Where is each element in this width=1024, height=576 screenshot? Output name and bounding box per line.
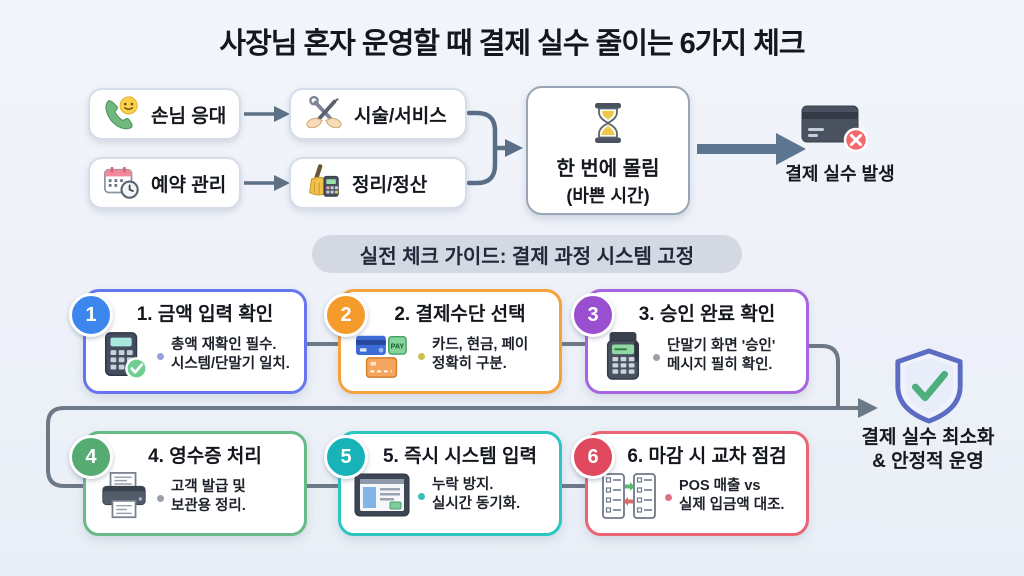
- result-label: 결제 실수 발생: [785, 164, 895, 184]
- flow-box-label: 손님 응대: [151, 105, 227, 127]
- svg-text:PAY: PAY: [391, 342, 405, 351]
- hourglass-icon: [585, 100, 631, 146]
- payment-cards-icon: PAY: [353, 329, 411, 381]
- calculator-check-icon: [98, 329, 150, 381]
- step-number-badge: 2: [324, 293, 368, 337]
- bullet-dot: [157, 352, 164, 360]
- bottleneck-line1: 한 번에 몰림: [556, 158, 660, 180]
- check-title: 3. 승인 완료 확인: [638, 304, 776, 325]
- outcome-label: 결제 실수 최소화 & 안정적 운영: [861, 427, 995, 472]
- check-desc: 누락 방지.실시간 동기화.: [432, 477, 521, 512]
- phone-smiley-icon: [102, 95, 142, 133]
- check-title: 6. 마감 시 교차 점검: [627, 446, 787, 467]
- flow-box-customer: 손님 응대: [88, 88, 241, 140]
- shield-check-icon: [890, 348, 968, 424]
- check-desc: 총액 재확인 필수.시스템/단말기 일치.: [171, 337, 290, 372]
- check-title: 4. 영수증 처리: [148, 446, 262, 467]
- flow-box-service: 시술/서비스: [289, 88, 467, 140]
- check-title: 1. 금액 입력 확인: [136, 304, 274, 325]
- flow-box-label: 예약 관리: [151, 174, 227, 196]
- page-title: 사장님 혼자 운영할 때 결제 실수 줄이는 6가지 체크: [219, 28, 805, 60]
- check-desc: 단말기 화면 '승인'메시지 필히 확인.: [667, 338, 776, 373]
- calendar-clock-icon: [102, 164, 142, 202]
- guide-banner: 실전 체크 가이드: 결제 과정 시스템 고정: [312, 235, 742, 273]
- step-number-badge: 5: [324, 435, 368, 479]
- step-number-badge: 3: [571, 293, 615, 337]
- check-card-5: 5 5. 즉시 시스템 입력 누락 방지.실시간 동기화.: [324, 431, 562, 536]
- bullet-dot: [665, 493, 672, 501]
- step-number-badge: 6: [571, 435, 615, 479]
- flow-box-label: 정리/정산: [352, 174, 428, 196]
- card-error-icon: [800, 98, 870, 154]
- check-card-1: 1 1. 금액 입력 확인 총액 재확인 필수.시스템/단말기 일치.: [69, 289, 307, 394]
- printer-receipt-icon: [98, 471, 150, 523]
- bottleneck-line2: (바쁜 시간): [566, 186, 650, 206]
- check-title: 5. 즉시 시스템 입력: [382, 446, 538, 467]
- compare-lists-icon: [600, 471, 658, 521]
- flow-box-settlement: 정리/정산: [289, 157, 467, 209]
- flow-box-label: 시술/서비스: [354, 105, 447, 127]
- bullet-dot: [653, 353, 660, 361]
- flow-box-reservation: 예약 관리: [88, 157, 241, 209]
- hands-tools-icon: [303, 95, 345, 133]
- step-number-badge: 1: [69, 293, 113, 337]
- bottleneck-box: 한 번에 몰림 (바쁜 시간): [526, 86, 690, 215]
- pos-terminal-icon: [600, 329, 646, 383]
- check-title: 2. 결제수단 선택: [394, 304, 526, 325]
- bullet-dot: [418, 352, 425, 360]
- step-number-badge: 4: [69, 435, 113, 479]
- check-card-3: 3 3. 승인 완료 확인 단말기 화면 '승인'메시지 필히 확인.: [571, 289, 809, 394]
- broom-calculator-icon: [303, 163, 343, 203]
- bullet-dot: [418, 492, 425, 500]
- bullet-dot: [157, 494, 164, 502]
- check-card-6: 6 6. 마감 시 교차 점검: [571, 431, 809, 536]
- tablet-form-icon: [353, 471, 411, 519]
